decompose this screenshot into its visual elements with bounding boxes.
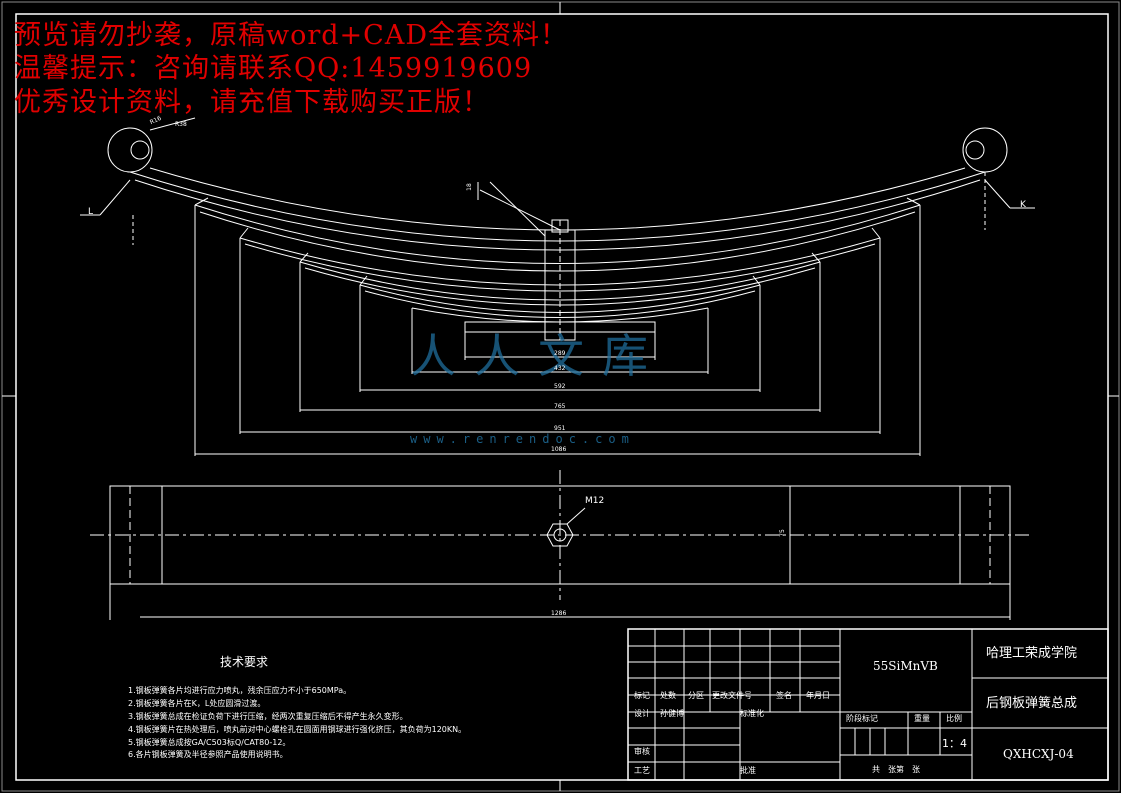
tech-requirement-4: 4.钢板弹簧片在热处理后，喷丸前对中心螺栓孔在圆面用钢球进行强化挤压，其负荷为1…: [128, 725, 467, 734]
tb-change-doc: 更改文件号: [712, 691, 752, 700]
tb-designer: 孙健博: [660, 709, 684, 718]
eye-label-right: K: [1020, 200, 1026, 210]
tb-process: 工艺: [634, 766, 650, 775]
eye-label-left: L: [88, 207, 94, 217]
drawing-frame: [15, 13, 1109, 781]
watermark-line-3: 优秀设计资料，请充值下载购买正版！: [14, 87, 490, 118]
title-block-lines: [627, 628, 1109, 781]
leaf-dimension-951: 951: [554, 425, 566, 432]
tb-review: 审核: [634, 747, 650, 756]
leaf-2: [194, 204, 921, 264]
tech-requirement-3: 3.钢板弹簧总成在检证负荷下进行压缩，经两次重复压缩后不得产生永久变形。: [128, 712, 408, 721]
site-logo-url: www.renrendoc.com: [410, 432, 635, 446]
bolt-label: M12: [585, 496, 605, 506]
plan-length-dimension: 1286: [551, 610, 567, 617]
tech-requirements-title: 技术要求: [220, 655, 269, 669]
tb-mark: 标记: [634, 691, 650, 700]
tb-zone: 分区: [688, 691, 704, 700]
material-label: 55SiMnVB: [873, 659, 938, 673]
tb-count: 处数: [660, 691, 676, 700]
tech-requirement-5: 5.钢板弹簧总成按GA/C503标Q/CAT80-12。: [128, 738, 291, 747]
leaf-dimension-432: 432: [554, 365, 566, 372]
school-name: 哈理工荣成学院: [986, 646, 1078, 661]
center-nut: [546, 523, 574, 547]
leaf-4: [299, 261, 821, 301]
plan-width-dimension: 75: [778, 529, 786, 537]
tb-ratio: 比例: [946, 714, 962, 723]
tb-date: 年月日: [806, 691, 830, 700]
drawing-name: 后钢板弹簧总成: [986, 696, 1078, 711]
tb-stage-mark: 阶段标记: [846, 714, 878, 723]
tb-sheets: 共 张第 张: [872, 765, 920, 774]
scale-value: 1：4: [942, 737, 967, 750]
left-eye: [107, 127, 153, 173]
watermark-line-2: 温馨提示：咨询请联系QQ:1459919609: [14, 53, 533, 84]
tb-weight: 重量: [914, 714, 930, 723]
tech-requirement-2: 2.钢板弹簧各片在K，L处应圆滑过渡。: [128, 699, 266, 708]
leaf-dimension-289: 289: [554, 350, 566, 357]
tb-standardize: 标准化: [740, 709, 764, 718]
leaf-dimension-1086: 1086: [551, 446, 567, 453]
leaf-dimension-592: 592: [554, 383, 566, 390]
tb-approve: 批准: [740, 766, 756, 775]
tb-design: 设计: [634, 709, 650, 718]
clamp-dimension-label: 18: [465, 183, 473, 191]
watermark-line-1: 预览请勿抄袭，原稿word+CAD全套资料！: [14, 20, 568, 51]
main-leaf-top: [149, 167, 966, 231]
right-eye: [962, 127, 1008, 173]
tb-signature: 签名: [776, 691, 792, 700]
site-logo: 人人文库: [410, 329, 666, 383]
drawing-number: QXHCXJ-04: [1003, 747, 1074, 761]
main-leaf-bottom: [129, 171, 986, 242]
leaf-dimension-765: 765: [554, 403, 566, 410]
tech-requirement-6: 6.各片钢板弹簧及半径参照产品使用说明书。: [128, 750, 288, 759]
tech-requirement-1: 1.钢板弹簧各片均进行应力喷丸，残余压应力不小于650MPa。: [128, 686, 352, 695]
eye-radius-label-outer: R38: [175, 121, 187, 128]
